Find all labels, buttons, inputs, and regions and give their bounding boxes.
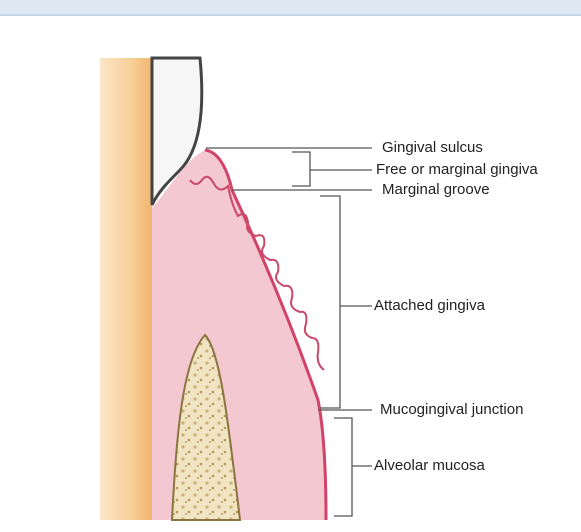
- tooth-root: [100, 58, 152, 520]
- label-marginal-groove: Marginal groove: [382, 181, 490, 198]
- label-free-marginal-gingiva: Free or marginal gingiva: [376, 161, 538, 178]
- label-alveolar-mucosa: Alveolar mucosa: [374, 457, 485, 474]
- label-attached-gingiva: Attached gingiva: [374, 297, 485, 314]
- label-gingival-sulcus: Gingival sulcus: [382, 139, 483, 156]
- label-mucogingival-junction: Mucogingival junction: [380, 401, 523, 418]
